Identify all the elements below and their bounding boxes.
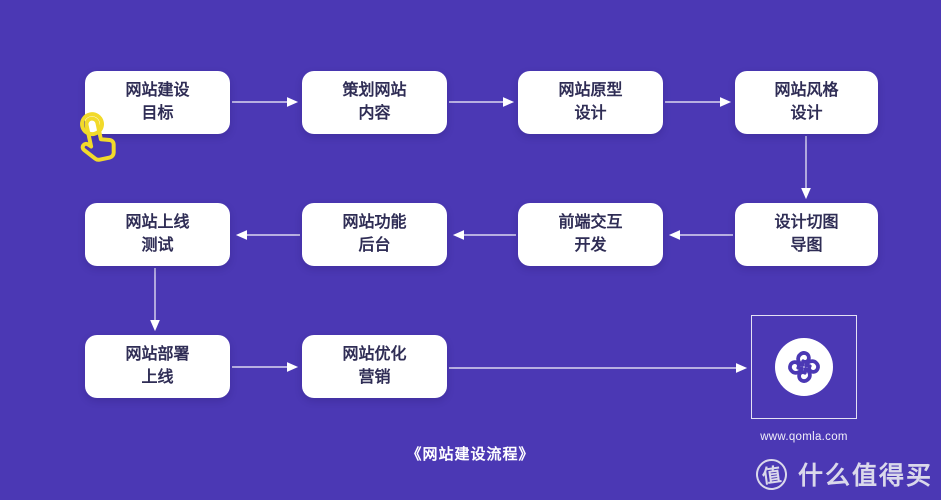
tap-hand-icon — [63, 109, 121, 171]
flow-node-goal: 网站建设 目标 — [85, 71, 230, 134]
smzdm-watermark-text: 什么值得买 — [797, 462, 933, 490]
flow-node-style: 网站风格 设计 — [735, 71, 878, 134]
flow-node-deploy: 网站部署 上线 — [85, 335, 230, 398]
flow-node-marketing: 网站优化 营销 — [302, 335, 447, 398]
flow-node-backend: 网站功能 后台 — [302, 203, 447, 266]
flow-node-frontend: 前端交互 开发 — [518, 203, 663, 266]
qomla-logo-box — [751, 315, 857, 419]
flow-node-plan: 策划网站 内容 — [302, 71, 447, 134]
diagram-caption: 《网站建设流程》 — [406, 446, 535, 463]
flow-node-test: 网站上线 测试 — [85, 203, 230, 266]
flow-node-slicing: 设计切图 导图 — [735, 203, 878, 266]
smzdm-watermark: 值 什么值得买 — [753, 456, 933, 492]
flow-node-prototype: 网站原型 设计 — [518, 71, 663, 134]
qomla-logo-circle — [775, 338, 833, 396]
website-url: www.qomla.com — [760, 431, 848, 443]
qomla-clover-logo — [788, 351, 820, 383]
smzdm-badge-icon: 值 — [753, 456, 789, 492]
